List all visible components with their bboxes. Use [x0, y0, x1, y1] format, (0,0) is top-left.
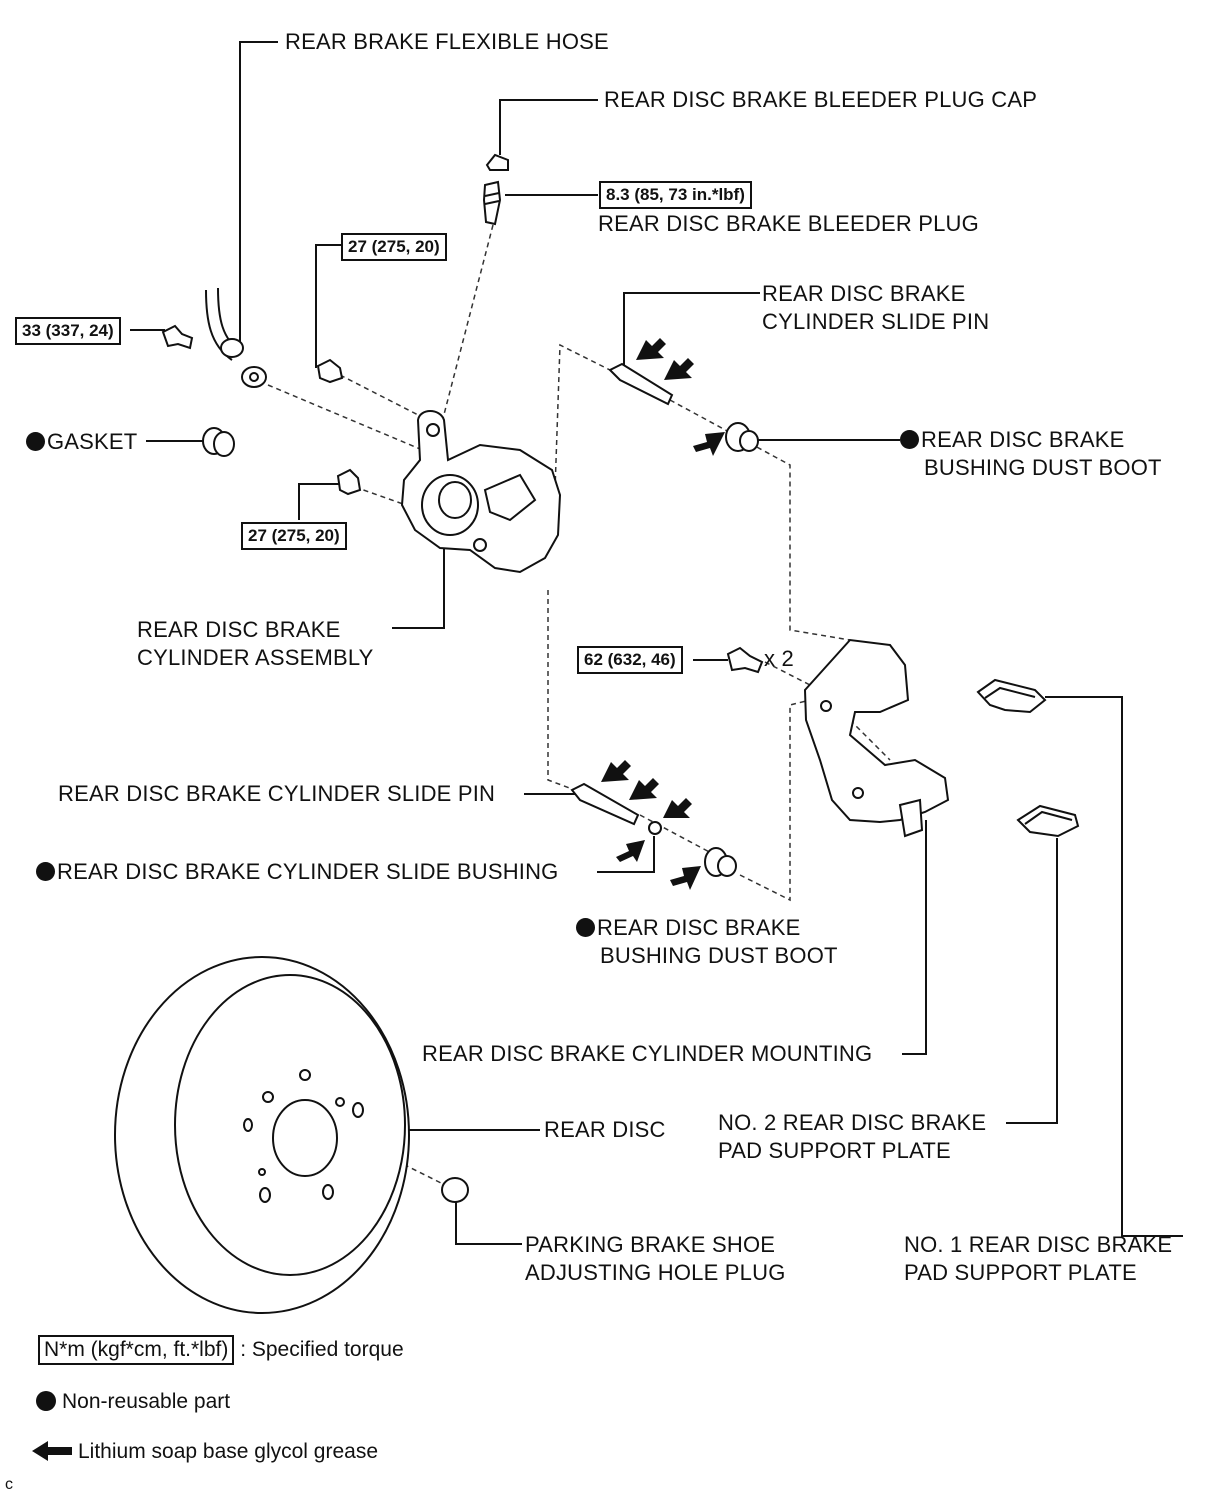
label-slide-pin-lower: REAR DISC BRAKE CYLINDER SLIDE PIN: [58, 781, 496, 806]
label-bleeder-cap: REAR DISC BRAKE BLEEDER PLUG CAP: [604, 87, 1038, 112]
bleeder-cap: [485, 153, 509, 171]
union-bolt: [316, 358, 344, 384]
corner-mark: c: [5, 1476, 14, 1493]
hose-bolt: [161, 324, 194, 350]
non-reusable-dot-icon: [26, 432, 45, 451]
label-parking-plug-2: ADJUSTING HOLE PLUG: [525, 1260, 786, 1285]
hose-fitting: [220, 338, 244, 358]
legend-torque-text: : Specified torque: [240, 1338, 404, 1361]
no1-plate-part: [976, 678, 1047, 714]
legend-grease-text: Lithium soap base glycol grease: [78, 1440, 379, 1463]
non-reusable-dot-icon: [900, 430, 919, 449]
label-dust-boot-lower-2: BUSHING DUST BOOT: [600, 943, 838, 968]
label-slide-pin-upper-2: CYLINDER SLIDE PIN: [762, 309, 990, 334]
label-no1-plate-2: PAD SUPPORT PLATE: [904, 1260, 1137, 1285]
legend-nonreusable-text: Non-reusable part: [62, 1390, 231, 1413]
grease-arrow-icon: [664, 358, 694, 380]
label-bleeder-plug: REAR DISC BRAKE BLEEDER PLUG: [598, 211, 979, 236]
grease-arrows: [601, 338, 725, 890]
parts: [114, 153, 1080, 1314]
mounting-bolt: [726, 646, 764, 674]
label-no1-plate-1: NO. 1 REAR DISC BRAKE: [904, 1232, 1173, 1257]
parking-plug-part: [441, 1177, 469, 1203]
label-parking-plug-1: PARKING BRAKE SHOE: [525, 1232, 776, 1257]
lower-slide-pin: [570, 782, 640, 826]
non-reusable-dot-icon: [36, 862, 55, 881]
label-slide-pin-upper-1: REAR DISC BRAKE: [762, 281, 966, 306]
no2-plate-part: [1016, 804, 1080, 838]
label-dust-boot-upper-2: BUSHING DUST BOOT: [924, 455, 1162, 480]
label-slide-bushing: REAR DISC BRAKE CYLINDER SLIDE BUSHING: [36, 858, 559, 886]
torque-cylinder-bolt: 27 (275, 20): [241, 522, 347, 550]
label-no2-plate-1: NO. 2 REAR DISC BRAKE: [718, 1110, 987, 1135]
cylinder-mounting-part: [803, 638, 950, 838]
label-rear-disc: REAR DISC: [544, 1117, 666, 1142]
slide-bushing-part: [648, 821, 662, 835]
torque-mounting-bolt: 62 (632, 46): [577, 646, 683, 674]
non-reusable-dot-icon: [36, 1391, 56, 1411]
cylinder-assembly-part: [400, 410, 562, 574]
legend-torque-box: N*m (kgf*cm, ft.*lbf): [38, 1335, 235, 1365]
legend-torque: N*m (kgf*cm, ft.*lbf) : Specified torque: [38, 1335, 404, 1365]
cylinder-bolt: [336, 468, 362, 496]
grease-arrow-icon: [663, 798, 692, 818]
grease-arrow-icon: [636, 338, 666, 360]
label-cylinder-mounting: REAR DISC BRAKE CYLINDER MOUNTING: [422, 1041, 873, 1066]
label-cylinder-assy-2: CYLINDER ASSEMBLY: [137, 645, 374, 670]
label-bolts-x2: x 2: [764, 646, 794, 671]
label-dust-boot-lower-1: REAR DISC BRAKE: [576, 914, 801, 942]
legend-grease: Lithium soap base glycol grease: [32, 1438, 378, 1466]
leader-lines: [130, 41, 1183, 1245]
label-dust-boot-upper-1: REAR DISC BRAKE: [900, 426, 1125, 454]
grease-arrow-icon: [670, 866, 701, 890]
grease-arrow-icon: [601, 760, 631, 782]
torque-hose-bolt: 33 (337, 24): [15, 317, 121, 345]
legend-nonreusable: Non-reusable part: [36, 1388, 230, 1416]
label-gasket: GASKET: [26, 428, 137, 456]
rear-disc-part: [114, 956, 410, 1314]
label-cylinder-assy-1: REAR DISC BRAKE: [137, 617, 341, 642]
grease-arrow-icon: [693, 432, 725, 456]
grease-arrow-icon: [32, 1441, 72, 1461]
torque-union-bolt: 27 (275, 20): [341, 233, 447, 261]
non-reusable-dot-icon: [576, 918, 595, 937]
grease-arrow-icon: [629, 778, 659, 800]
torque-bleeder: 8.3 (85, 73 in.*lbf): [599, 181, 752, 209]
label-no2-plate-2: PAD SUPPORT PLATE: [718, 1138, 951, 1163]
upper-slide-pin: [608, 362, 674, 406]
grease-arrow-icon: [616, 840, 645, 862]
label-flexible-hose: REAR BRAKE FLEXIBLE HOSE: [285, 29, 609, 54]
